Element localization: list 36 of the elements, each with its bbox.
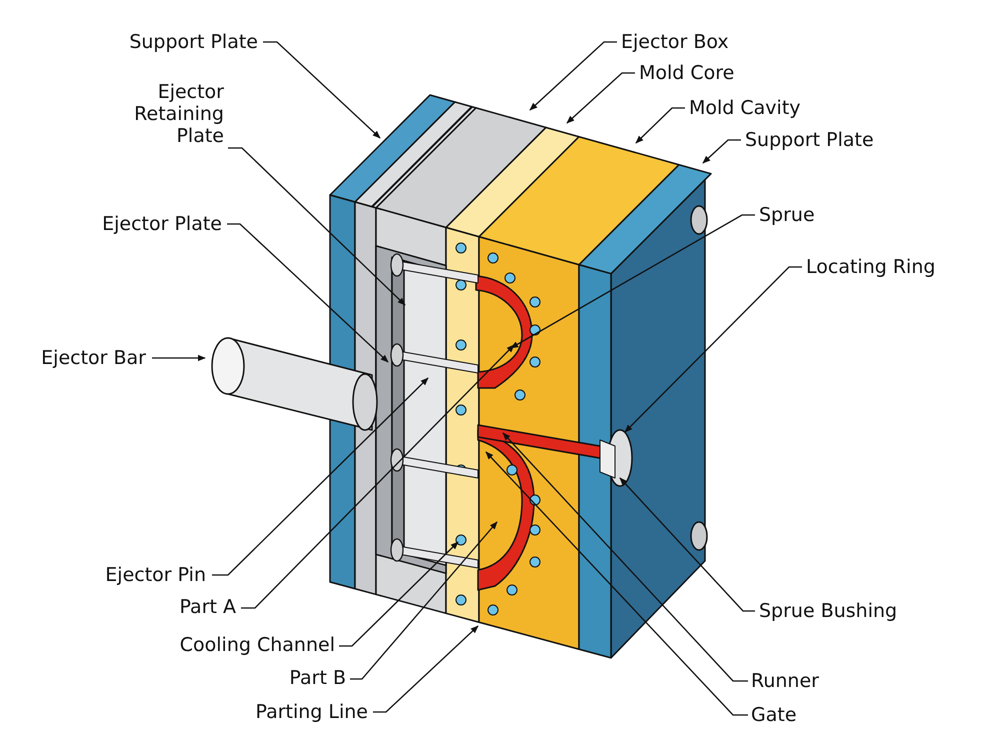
part-label: Mold Core [639,62,734,84]
leader-line [339,541,459,647]
leader-line [263,41,381,139]
leader-line [212,377,429,576]
part-label: Support Plate [745,129,874,151]
part-label: Ejector Retaining Plate [124,81,224,147]
part-label: Cooling Channel [180,634,335,656]
leader-line [566,72,635,124]
leader-line [227,223,389,363]
leader-line [228,147,406,306]
part-label: Support Plate [129,31,258,53]
part-label: Ejector Pin [105,564,206,586]
part-label: Mold Cavity [689,97,801,119]
part-label: Part A [179,596,236,618]
leader-line [624,266,802,433]
leader-line [510,214,755,349]
part-label: Parting Line [255,701,368,723]
leader-line [619,477,755,612]
part-label: Sprue Bushing [759,600,898,622]
leader-line [702,139,741,164]
leader-line [350,521,498,680]
part-label: Runner [751,670,819,692]
part-label: Locating Ring [806,256,936,278]
leader-line [529,41,617,111]
part-label: Ejector Plate [102,213,222,235]
part-label: Ejector Bar [41,347,146,369]
leader-line [152,354,206,362]
part-label: Sprue [759,204,815,226]
leader-line [373,625,479,713]
leader-line [485,451,748,716]
leader-line [241,344,515,609]
part-label: Ejector Box [621,31,729,53]
part-label: Part B [289,667,346,689]
part-label: Gate [751,704,797,726]
leader-line [635,107,685,144]
leader-line [502,432,748,682]
